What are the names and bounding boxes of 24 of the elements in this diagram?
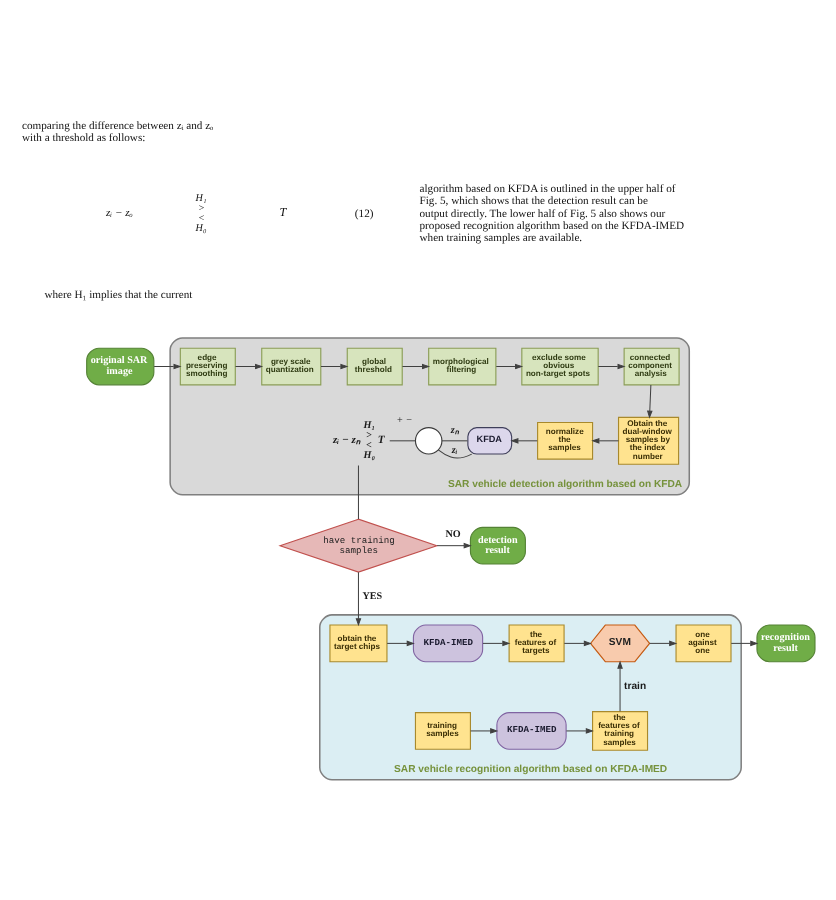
arrow [401, 362, 431, 369]
arrow [617, 659, 623, 711]
arrow [591, 436, 619, 443]
arrow [386, 639, 415, 646]
arrow [436, 541, 472, 548]
arrow [597, 362, 626, 369]
connector [357, 463, 359, 519]
arrow [510, 436, 538, 443]
connector [389, 439, 416, 441]
arrow [563, 639, 592, 646]
arrow [320, 362, 349, 369]
node-circle [414, 426, 443, 454]
connector [437, 448, 473, 458]
arrow [649, 639, 678, 646]
arrow [355, 570, 362, 626]
arrow [470, 727, 499, 733]
arrow [482, 639, 511, 646]
arrow [153, 362, 182, 369]
arrow [235, 362, 264, 369]
arrow [495, 362, 524, 369]
arrow [646, 383, 653, 418]
arrow [730, 639, 759, 646]
arrow [565, 727, 594, 733]
connector [441, 439, 468, 441]
